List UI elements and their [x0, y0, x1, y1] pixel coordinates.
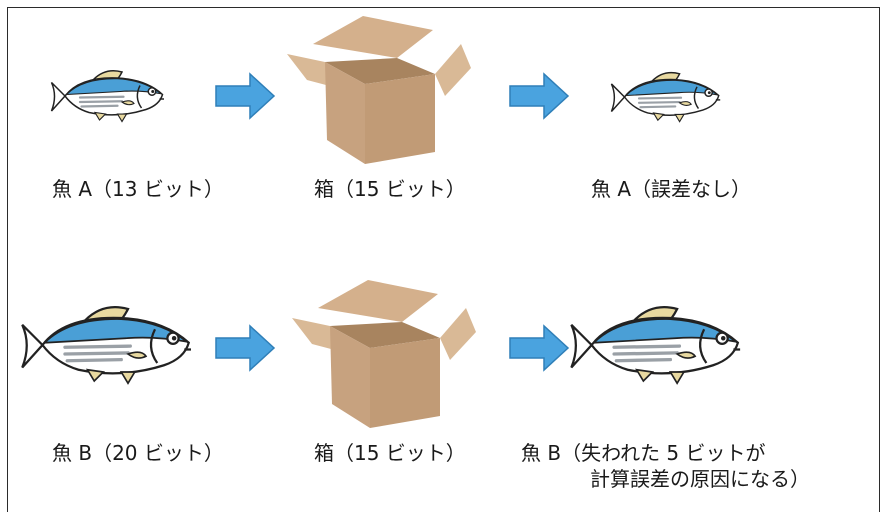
arrow-icon — [509, 325, 569, 371]
fish-a-icon — [50, 69, 166, 123]
arrow-icon — [215, 325, 275, 371]
fish-b-truncated-icon — [569, 305, 742, 385]
box-label: 箱（15 ビット） — [314, 177, 466, 201]
arrow-icon — [509, 73, 569, 119]
arrow-icon — [215, 73, 275, 119]
fish-a-label: 魚 A（13 ビット） — [52, 177, 224, 201]
box-label: 箱（15 ビット） — [314, 441, 466, 465]
box-icon — [292, 280, 476, 428]
fish-b-result-label-line2: 計算誤差の原因になる） — [590, 467, 810, 491]
fish-a-result-label: 魚 A（誤差なし） — [591, 177, 752, 201]
box-icon — [287, 16, 471, 164]
fish-a-result-icon — [610, 71, 722, 123]
diagram-frame — [7, 7, 880, 512]
fish-b-result-label: 魚 B（失われた 5 ビットが — [521, 441, 766, 465]
fish-b-label: 魚 B（20 ビット） — [52, 441, 224, 465]
fish-b-icon — [20, 305, 193, 385]
